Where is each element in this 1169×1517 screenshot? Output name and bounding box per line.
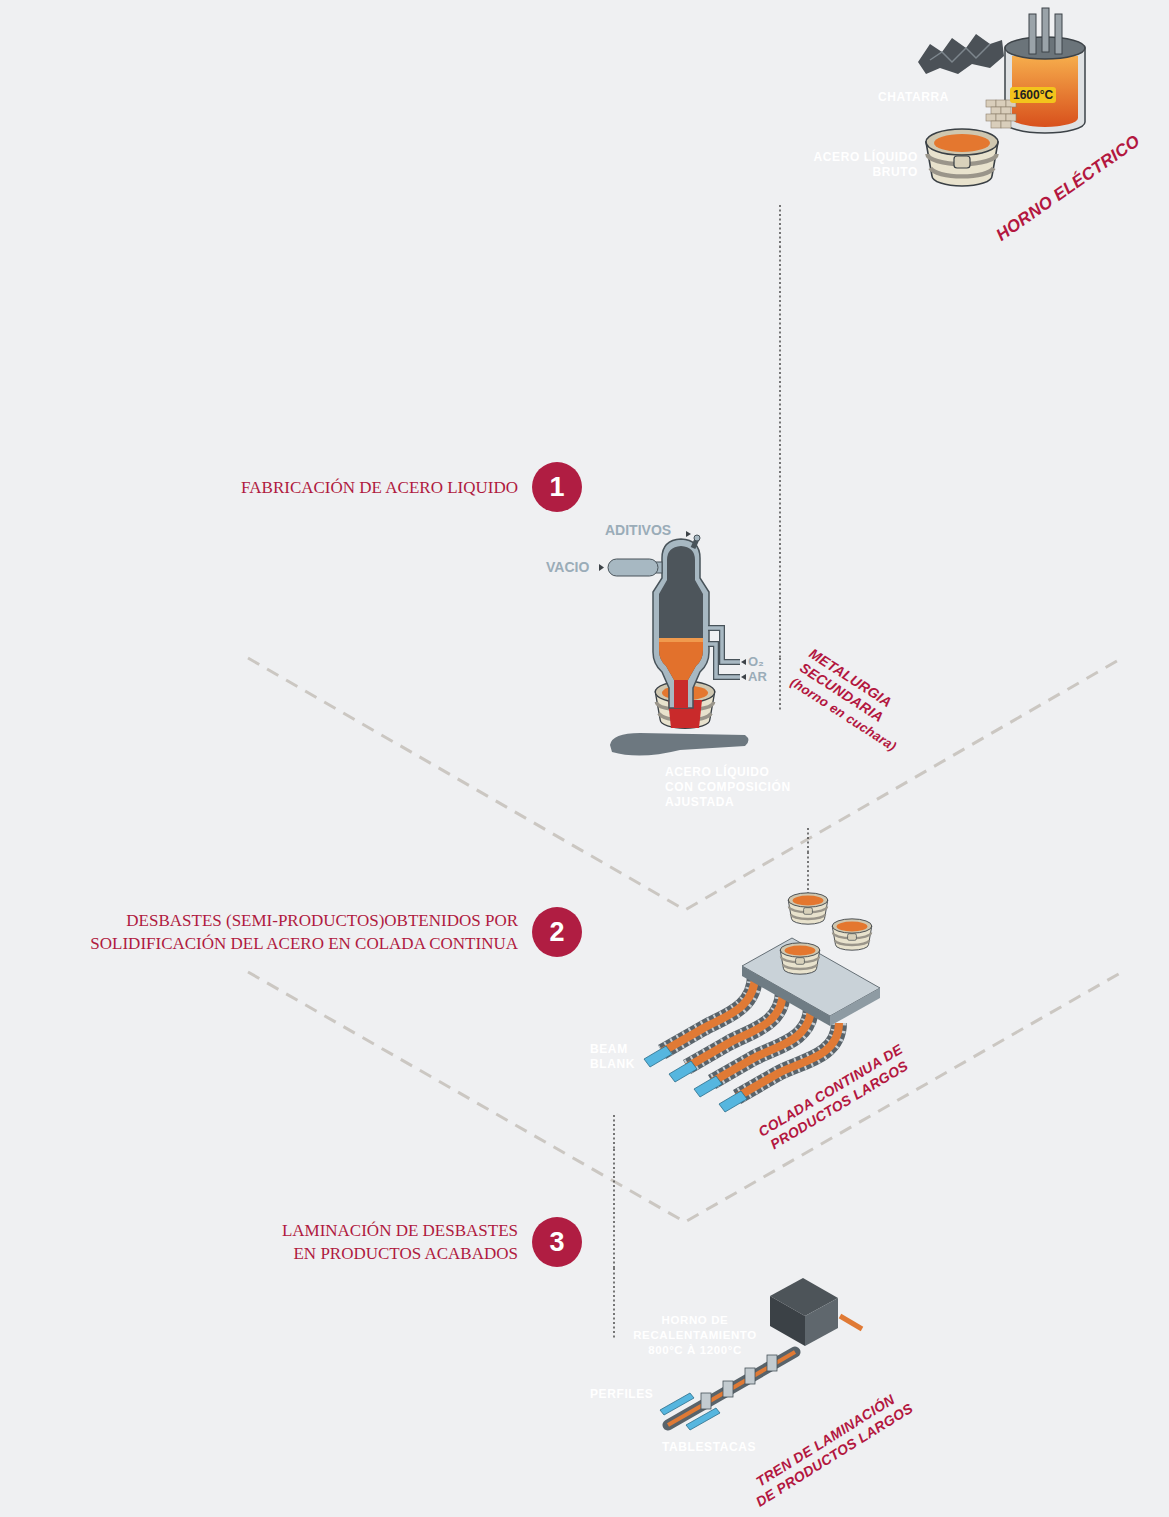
- platform-edge: [752, 17, 1147, 247]
- platform-surface: [752, 12, 1147, 242]
- callout-number: 1: [532, 462, 582, 512]
- part-label: VACIO: [546, 559, 589, 575]
- connector-line: [807, 852, 808, 893]
- platform-edge: [540, 1273, 906, 1505]
- text-slot: CHATARRA: [878, 90, 949, 105]
- process-platform: HORNO ELÉCTRICO CHATARRA ACERO LÍQUIDO BRU…: [752, 10, 1150, 246]
- text-slot: COLADA CONTINUA DE PRODUCTOS LARGOS: [738, 1031, 931, 1166]
- platform-label: ACERO LÍQUIDO BRUTO: [788, 150, 918, 180]
- temperature-badge: 1600°C: [1010, 87, 1056, 103]
- text-slot: ACERO LÍQUIDO CON COMPOSICIÓN AJUSTADA: [665, 765, 796, 810]
- text-slot: BEAM BLANK: [590, 1042, 635, 1072]
- text-slot: PERFILES: [590, 1387, 653, 1402]
- platform-label: HORNO DE RECALENTAMIENTO 800°C À 1200°C: [625, 1313, 765, 1358]
- text-slot: TABLESTACAS: [662, 1440, 756, 1455]
- text-slot: VACIO: [546, 559, 589, 575]
- text-slot: TREN DE LAMINACIÓN DE PRODUCTOS LARGOS: [736, 1381, 924, 1516]
- connector-line: [613, 1149, 614, 1268]
- part-label: ADITIVOS: [605, 522, 671, 538]
- platform-label: TABLESTACAS: [662, 1440, 756, 1455]
- process-platform: METALURGIA SECUNDARIA(horno en cuchara)A…: [520, 658, 868, 852]
- step-callout: FABRICACIÓN DE ACERO LIQUIDO 1: [241, 462, 582, 512]
- stage-heading: HORNO ELÉCTRICO: [993, 132, 1143, 244]
- platform-shape: [562, 893, 918, 1155]
- platform-label: CHATARRA: [878, 90, 949, 105]
- text-slot: AR: [748, 669, 767, 684]
- platform-edge: [562, 960, 915, 1152]
- text-slot: O₂: [748, 654, 764, 669]
- gas-label: AR: [748, 669, 767, 684]
- platform-surface: [562, 955, 915, 1147]
- step-callout: LAMINACIÓN DE DESBASTES EN PRODUCTOS ACA…: [228, 1217, 582, 1267]
- text-slot: HORNO DE RECALENTAMIENTO 800°C À 1200°C: [625, 1313, 765, 1358]
- platform-shape: [752, 10, 1150, 252]
- text-slot: 1600°C: [1010, 87, 1056, 103]
- text-slot: HORNO ELÉCTRICO: [993, 132, 1143, 244]
- step-heading: DESBASTES (SEMI-PRODUCTOS)OBTENIDOS POR …: [0, 909, 518, 955]
- gas-label: O₂: [748, 654, 764, 669]
- step-heading: FABRICACIÓN DE ACERO LIQUIDO: [241, 476, 518, 499]
- platform-label: BEAM BLANK: [590, 1042, 635, 1072]
- connector-line: [779, 246, 780, 658]
- callout-number: 3: [532, 1217, 582, 1267]
- text-slot: ACERO LÍQUIDO BRUTO: [788, 150, 918, 180]
- leader-line: [614, 205, 808, 1338]
- stage-heading: COLADA CONTINUA DE PRODUCTOS LARGOS: [738, 1031, 931, 1166]
- heading-group: METALURGIA SECUNDARIA(horno en cuchara): [787, 645, 918, 755]
- step-callout: DESBASTES (SEMI-PRODUCTOS)OBTENIDOS POR …: [0, 907, 582, 957]
- stage-heading: TREN DE LAMINACIÓN DE PRODUCTOS LARGOS: [736, 1381, 924, 1516]
- platform-surface: [540, 1268, 906, 1500]
- platform-label: PERFILES: [590, 1387, 653, 1402]
- platform-label: ACERO LÍQUIDO CON COMPOSICIÓN AJUSTADA: [665, 765, 796, 810]
- step-heading: LAMINACIÓN DE DESBASTES EN PRODUCTOS ACA…: [228, 1219, 518, 1265]
- ladle-furnace-art: [599, 531, 749, 756]
- process-platform: COLADA CONTINUA DE PRODUCTOS LARGOSBEAM …: [562, 893, 918, 1149]
- text-slot: ADITIVOS: [605, 522, 671, 538]
- callout-number: 2: [532, 907, 582, 957]
- process-platform: TREN DE LAMINACIÓN DE PRODUCTOS LARGOSHO…: [540, 1268, 908, 1504]
